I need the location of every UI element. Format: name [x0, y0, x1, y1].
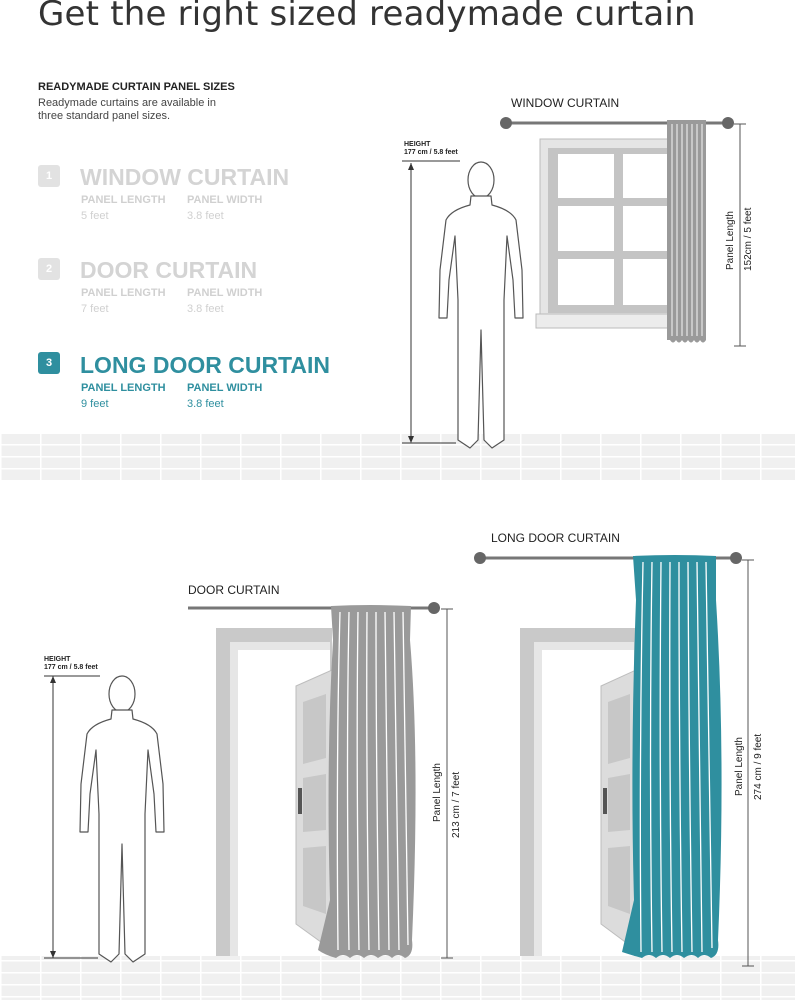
panel-width-label: PANEL WIDTH [187, 194, 263, 206]
panel-width-label: PANEL WIDTH [187, 382, 263, 394]
long-door-curtain [622, 555, 722, 958]
panel-length-value: 152cm / 5 feet [743, 207, 754, 271]
height-value: 177 cm / 5.8 feet [44, 664, 98, 671]
panel-length-value: 7 feet [81, 303, 109, 315]
panel-width-value: 3.8 feet [187, 210, 224, 222]
person-silhouette [438, 161, 524, 449]
panel-width-value: 3.8 feet [187, 398, 224, 410]
section-heading: READYMADE CURTAIN PANEL SIZES [38, 81, 235, 93]
panel-length-label: Panel Length [432, 763, 443, 822]
panel-length-label: Panel Length [725, 211, 736, 270]
window-frame [535, 138, 681, 329]
size-name: DOOR CURTAIN [80, 257, 258, 283]
window-curtain-label: WINDOW CURTAIN [511, 96, 620, 110]
size-name-active: LONG DOOR CURTAIN [80, 352, 331, 378]
size-name: WINDOW CURTAIN [80, 164, 290, 190]
window-curtain [667, 120, 706, 343]
panel-length-value: 274 cm / 9 feet [753, 733, 764, 800]
panel-length-label: PANEL LENGTH [81, 287, 166, 299]
long-door-frame [520, 628, 637, 956]
door-frame [216, 628, 333, 956]
person-silhouette [79, 675, 165, 963]
panel-width-label: PANEL WIDTH [187, 287, 263, 299]
door-curtain [318, 605, 416, 958]
panel-width-value: 3.8 feet [187, 303, 224, 315]
height-title: HEIGHT [44, 656, 71, 663]
size-number-badge-active: 3 [38, 352, 60, 374]
floor-bottom [0, 956, 795, 1000]
panel-length-value: 5 feet [81, 210, 109, 222]
height-title: HEIGHT [404, 141, 431, 148]
size-number-badge: 2 [38, 258, 60, 280]
panel-length-label: Panel Length [734, 737, 745, 796]
panel-length-value: 213 cm / 7 feet [451, 771, 462, 838]
panel-length-label: PANEL LENGTH [81, 194, 166, 206]
door-curtain-label: DOOR CURTAIN [188, 583, 280, 597]
height-value: 177 cm / 5.8 feet [404, 149, 458, 156]
section-description: Readymade curtains are available in thre… [38, 97, 216, 122]
long-door-curtain-label: LONG DOOR CURTAIN [491, 531, 620, 545]
panel-length-label: PANEL LENGTH [81, 382, 166, 394]
size-number-badge: 1 [38, 165, 60, 187]
panel-length-value: 9 feet [81, 398, 109, 410]
page-title: Get the right sized readymade curtain [38, 0, 696, 34]
floor-top [0, 434, 795, 480]
